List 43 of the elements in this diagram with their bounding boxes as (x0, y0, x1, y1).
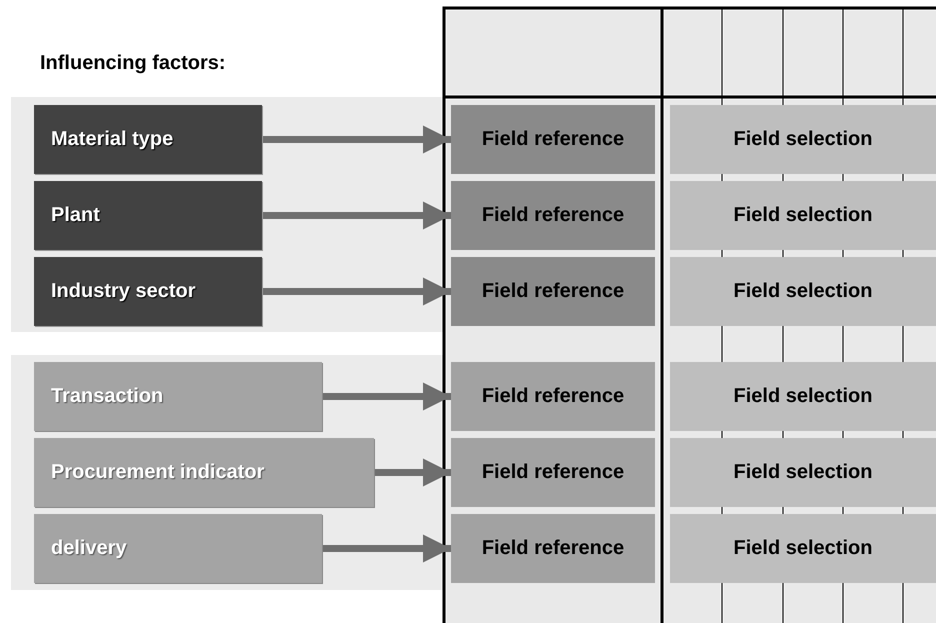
box-label: Field reference (482, 204, 624, 227)
factor-box (34, 514, 322, 583)
box-label: Transaction (51, 385, 164, 408)
field-selection-box (670, 105, 936, 174)
field-reference-box (451, 362, 655, 431)
arrow (262, 126, 451, 154)
box-label: Field reference (482, 280, 624, 303)
arrow (262, 278, 451, 306)
box-label: Field reference (482, 461, 624, 484)
field-reference-box (451, 438, 655, 507)
field-selection-box (670, 438, 936, 507)
arrow (374, 458, 451, 486)
box-label: Field reference (482, 385, 624, 408)
box-label: Industry sector (51, 280, 196, 303)
box-label: Field selection (734, 128, 872, 151)
factor-box (34, 181, 262, 250)
field-selection-box (670, 362, 936, 431)
field-selection-box (670, 257, 936, 326)
box-label: Field selection (734, 204, 872, 227)
arrow (262, 202, 451, 230)
box-label: Field selection (734, 385, 872, 408)
factor-box (34, 257, 262, 326)
field-selection-box (670, 514, 936, 583)
box-label: Field reference (482, 128, 624, 151)
box-label: Plant (51, 204, 100, 227)
arrow (322, 382, 451, 410)
box-label: Field reference (482, 537, 624, 560)
field-reference-box (451, 181, 655, 250)
box-label: delivery (51, 537, 127, 560)
field-reference-box (451, 514, 655, 583)
heading: Influencing factors: (40, 52, 226, 75)
field-reference-box (451, 257, 655, 326)
field-selection-box (670, 181, 936, 250)
factor-box (34, 105, 262, 174)
arrow (322, 534, 451, 562)
field-reference-box (451, 105, 655, 174)
box-label: Field selection (734, 280, 872, 303)
factor-box (34, 438, 374, 507)
factor-box (34, 362, 322, 431)
box-label: Material type (51, 128, 174, 151)
box-label: Procurement indicator (51, 461, 264, 484)
box-label: Field selection (734, 537, 872, 560)
box-label: Field selection (734, 461, 872, 484)
